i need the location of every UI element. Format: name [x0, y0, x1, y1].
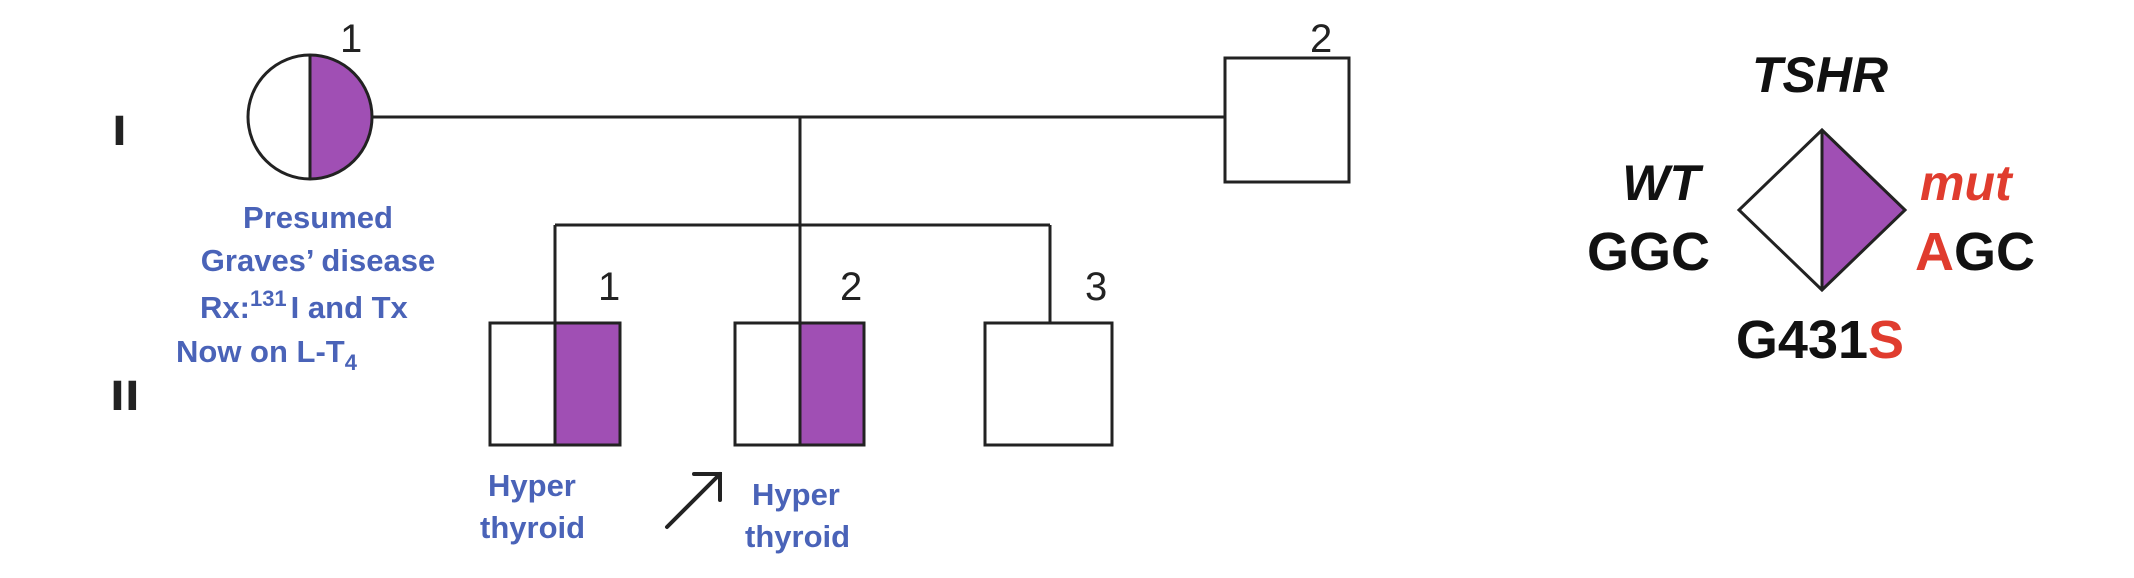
legend-mut-label: mut [1920, 155, 2014, 211]
legend-variant-prefix: G431 [1736, 310, 1868, 370]
individual-I2 [1223, 56, 1351, 184]
note-I1-isotope: 131 [250, 286, 287, 311]
note-I1-treatment: I and Tx [291, 290, 409, 325]
individual-number-I2: 2 [1310, 17, 1332, 61]
generation-label-II: II [110, 374, 140, 420]
note-I1-subscript: 4 [345, 350, 358, 375]
note-II1-line2: thyroid [480, 510, 585, 545]
note-I1-line1: Presumed [243, 200, 393, 235]
note-II2-line2: thyroid [745, 519, 850, 554]
individual-number-II1: 1 [598, 265, 620, 309]
individual-number-II2: 2 [840, 265, 862, 309]
affected-half [800, 323, 864, 445]
legend-mut-rest: GC [1954, 222, 2035, 282]
legend-gene-name: TSHR [1752, 47, 1888, 103]
legend-diamond [1736, 127, 1908, 293]
individual-number-II3: 3 [1085, 265, 1107, 309]
individual-II2 [733, 321, 866, 447]
note-II1-line1: Hyper [488, 468, 576, 503]
legend-mut-codon: AGC [1915, 222, 2035, 282]
legend-wt-codon: GGC [1587, 222, 1710, 282]
individual-number-I1: 1 [340, 17, 362, 61]
individual-II3 [983, 321, 1114, 447]
note-I1-rx: Rx: [200, 290, 250, 325]
proband-arrow-icon [665, 472, 722, 529]
affected-half [1822, 130, 1905, 290]
individual-II1 [488, 321, 622, 447]
note-I1-lt: Now on L-T [176, 334, 345, 369]
legend-variant: G431S [1736, 310, 1904, 370]
pedigree-lines [373, 115, 1225, 323]
note-I1-line4: Now on L-T4 [176, 334, 358, 375]
individual-I1 [246, 53, 374, 181]
legend-variant-suffix: S [1868, 310, 1904, 370]
legend-wt-label: WT [1622, 155, 1704, 211]
note-I1-line2: Graves’ disease [201, 243, 435, 278]
generation-label-I: I [112, 109, 127, 155]
note-II2-line1: Hyper [752, 477, 840, 512]
affected-half [310, 55, 372, 179]
legend-mut-base: A [1915, 222, 1954, 282]
affected-half [555, 323, 620, 445]
